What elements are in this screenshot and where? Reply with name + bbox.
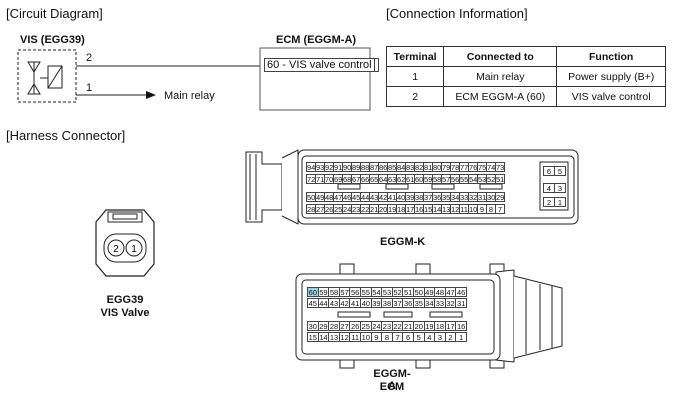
connection-info-title: [Connection Information] <box>386 6 528 21</box>
header-terminal: Terminal <box>385 46 445 67</box>
egg39-desc: VIS Valve <box>100 307 150 319</box>
arrow-right-icon <box>146 91 156 99</box>
header-function: Function <box>556 46 666 67</box>
pin-cell: 1 <box>455 332 467 342</box>
egg39-pin-1: 1 <box>131 244 137 255</box>
cell-function: Power supply (B+) <box>556 66 666 87</box>
valve-symbol-icon <box>27 61 63 95</box>
vis-label: VIS (EGG39) <box>20 34 85 46</box>
eggm-a-desc: ECM <box>379 381 405 393</box>
wire-bottom-pin: 1 <box>86 82 93 94</box>
cell-connected-to: ECM EGGM-A (60) <box>443 86 558 107</box>
pin-cell: 7 <box>495 204 505 214</box>
egg39-pin-2: 2 <box>113 244 119 255</box>
pin-cell: 73 <box>495 162 505 172</box>
pin-cell: 1 <box>554 197 566 207</box>
pin-cell: 29 <box>495 192 505 202</box>
cell-function: VIS valve control <box>556 86 666 107</box>
ecm-box <box>259 47 371 111</box>
egg39-pin-2-shape <box>107 239 125 257</box>
vis-box <box>17 49 77 103</box>
wire-top-pin: 2 <box>86 52 93 64</box>
harness-connector-title: [Harness Connector] <box>6 128 126 143</box>
ecm-pin-label: 60 - VIS valve control <box>264 58 379 72</box>
circuit-diagram <box>17 47 371 111</box>
egg39-pin-1-shape <box>125 239 143 257</box>
header-connected-to: Connected to <box>443 46 558 67</box>
connection-table: Terminal Connected to Function 1 Main re… <box>385 46 666 107</box>
table-header-row: Terminal Connected to Function <box>385 46 666 67</box>
ecm-label: ECM (EGGM-A) <box>276 34 357 46</box>
ecm-pin-box: 60 - VIS valve control <box>264 58 375 72</box>
cell-terminal: 1 <box>385 66 445 87</box>
table-row: 2 ECM EGGM-A (60) VIS valve control <box>385 86 666 107</box>
main-relay-label: Main relay <box>164 90 215 102</box>
egg39-name: EGG39 <box>106 294 144 306</box>
eggm-k-connector <box>245 149 579 225</box>
pin-cell: 3 <box>554 183 566 193</box>
egg39-connector: 2 1 <box>95 209 155 277</box>
pin-cell: 31 <box>455 298 467 308</box>
circuit-diagram-title: [Circuit Diagram] <box>6 6 103 21</box>
eggm-a-name: EGGM-A <box>373 368 411 392</box>
cell-connected-to: Main relay <box>443 66 558 87</box>
pin-cell: 51 <box>495 174 505 184</box>
eggm-k-name: EGGM-K <box>380 236 426 248</box>
pin-cell: 46 <box>455 287 467 297</box>
pin-cell: 16 <box>455 321 467 331</box>
table-row: 1 Main relay Power supply (B+) <box>385 66 666 87</box>
pin-cell: 5 <box>554 166 566 176</box>
eggm-a-connector <box>295 263 563 369</box>
cell-terminal: 2 <box>385 86 445 107</box>
